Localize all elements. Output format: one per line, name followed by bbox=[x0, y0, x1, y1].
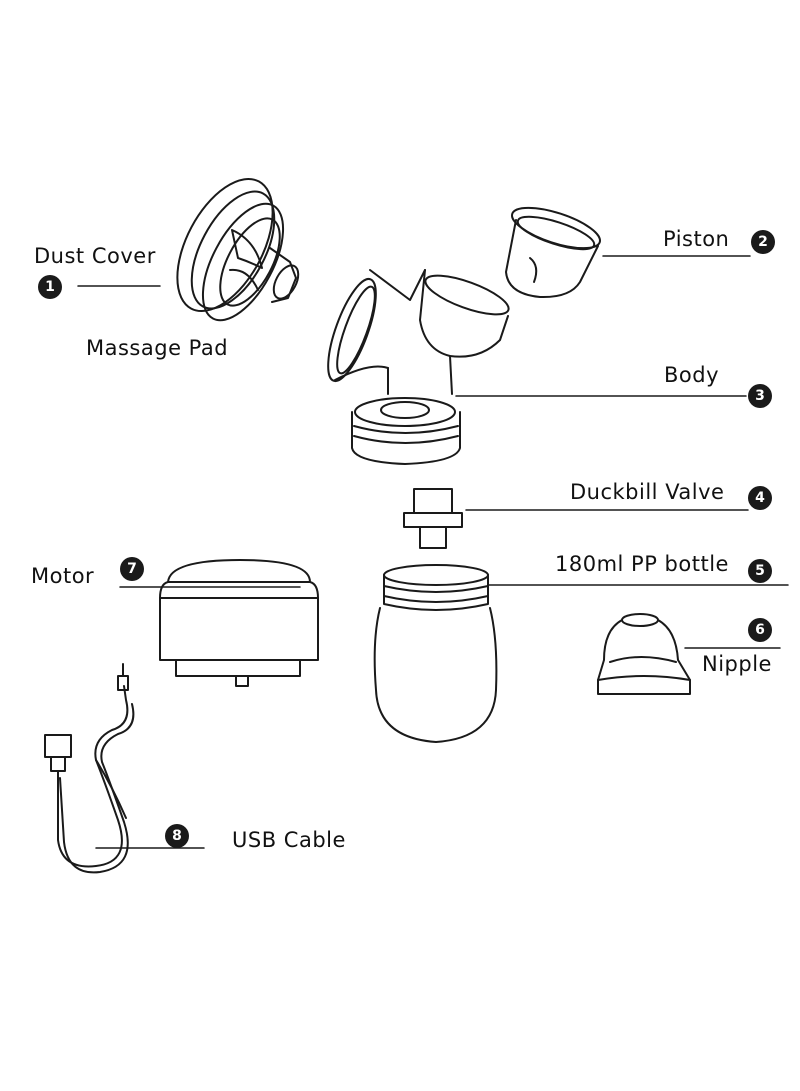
number-badge-1: 1 bbox=[38, 275, 62, 299]
number-badge-3: 3 bbox=[748, 384, 772, 408]
label-duckbill-valve: Duckbill Valve bbox=[570, 480, 725, 504]
number-badge-7: 7 bbox=[120, 557, 144, 581]
label-usb-cable: USB Cable bbox=[232, 828, 346, 852]
label-piston: Piston bbox=[663, 227, 730, 251]
label-dust-cover: Dust Cover bbox=[34, 244, 156, 268]
body-illustration bbox=[327, 269, 510, 465]
label-bottle: 180ml PP bottle bbox=[555, 552, 729, 576]
usb-cable-illustration bbox=[44, 663, 135, 874]
number-badge-2: 2 bbox=[751, 230, 775, 254]
number-badge-6: 6 bbox=[748, 618, 772, 642]
number-badge-5: 5 bbox=[748, 559, 772, 583]
number-badge-8: 8 bbox=[165, 824, 189, 848]
piston-illustration bbox=[505, 206, 601, 299]
number-badge-4: 4 bbox=[748, 486, 772, 510]
bottle-illustration bbox=[373, 564, 498, 743]
motor-illustration bbox=[159, 559, 319, 687]
duckbill-valve-illustration bbox=[403, 488, 463, 549]
label-body: Body bbox=[664, 363, 720, 387]
label-nipple: Nipple bbox=[702, 652, 772, 676]
label-motor: Motor bbox=[31, 564, 95, 588]
leader-lines bbox=[77, 255, 789, 849]
label-massage-pad: Massage Pad bbox=[86, 336, 229, 360]
nipple-illustration bbox=[597, 613, 691, 695]
massage-pad-illustration bbox=[201, 202, 300, 322]
